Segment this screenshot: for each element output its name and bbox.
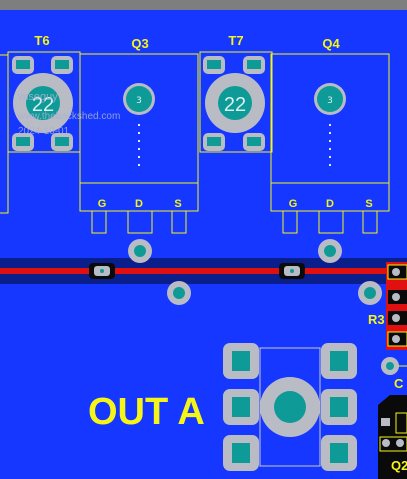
connector-pad-copper <box>330 443 348 463</box>
jumper-pad-hole <box>100 269 104 273</box>
connector-pad-copper <box>232 443 250 463</box>
connector-pad-copper <box>330 397 348 417</box>
pad-dot <box>392 268 400 276</box>
via-hole <box>364 287 376 299</box>
pad-dot <box>392 335 400 343</box>
watermark-author: wiseguy <box>17 91 58 103</box>
q2-component-partial[interactable]: Q2 <box>378 395 407 479</box>
via-hole <box>126 86 152 112</box>
r3-copper-area <box>386 262 407 350</box>
q2-designator-partial: Q2 <box>391 458 407 473</box>
pad-copper <box>207 60 221 69</box>
watermark: wiseguy www.thebackshed.com 2024-10-01 <box>17 91 120 137</box>
via-group[interactable] <box>128 239 382 305</box>
q4-lead <box>362 210 378 234</box>
connector-pad-copper <box>232 397 250 417</box>
q4-source-label: S <box>365 198 372 210</box>
via-icon[interactable] <box>382 439 390 447</box>
connector-pad-copper <box>232 351 250 371</box>
via-icon[interactable] <box>396 439 404 447</box>
terminal-connector-icon[interactable] <box>223 343 357 471</box>
board-edge-strip <box>0 0 407 10</box>
t6-pad-number: 22 <box>32 94 54 116</box>
q3-gate-label: G <box>98 198 107 210</box>
q4-component[interactable]: Q4 3 G D S <box>270 36 390 234</box>
via-hole <box>274 391 306 423</box>
q4-pin-number: 3 <box>327 96 333 106</box>
r3-component[interactable]: R3 C <box>368 262 407 391</box>
via-hole <box>218 86 252 120</box>
pad-copper <box>55 60 69 69</box>
q4-lead <box>318 210 344 234</box>
via-hole <box>26 86 60 120</box>
q3-lead <box>171 210 187 234</box>
q3-source-label: S <box>174 198 181 210</box>
t7-designator: T7 <box>228 33 243 48</box>
q4-drain-label: D <box>326 198 334 210</box>
via-hole <box>173 287 185 299</box>
via-hole <box>134 245 146 257</box>
q3-pin-number: 3 <box>136 96 142 106</box>
pad-dot <box>392 314 400 322</box>
q3-component[interactable]: Q3 3 G D S <box>79 36 199 234</box>
watermark-site: www.thebackshed.com <box>17 111 120 122</box>
q4-lead <box>282 210 298 234</box>
t6-designator: T6 <box>34 33 49 48</box>
pad-dot <box>392 293 400 301</box>
watermark-date: 2024-10-01 <box>18 126 70 137</box>
t7-component[interactable]: T7 22 <box>199 33 273 153</box>
q3-designator: Q3 <box>131 36 148 51</box>
silk-outline <box>395 412 407 434</box>
via-hole <box>317 86 343 112</box>
pad-copper <box>55 137 69 146</box>
q4-gate-label: G <box>289 198 298 210</box>
q3-drain-label: D <box>135 198 143 210</box>
r3-designator: R3 <box>368 312 385 327</box>
q4-designator: Q4 <box>322 36 340 51</box>
pad-copper <box>16 60 30 69</box>
jumper-pad-hole <box>290 269 294 273</box>
pad-copper <box>247 60 261 69</box>
q3-lead <box>91 210 107 234</box>
trace-segment[interactable] <box>0 268 395 274</box>
connector-pad-copper <box>330 351 348 371</box>
q3-lead <box>127 210 153 234</box>
via-hole <box>386 362 394 370</box>
pad-copper <box>207 137 221 146</box>
smd-pad-icon[interactable] <box>381 418 390 426</box>
silk-outline <box>379 436 407 452</box>
pad-copper <box>247 137 261 146</box>
partial-component-outline <box>0 54 9 214</box>
out-a-label: OUT A <box>88 391 205 433</box>
via-hole <box>324 245 336 257</box>
t7-pad-number: 22 <box>224 94 246 116</box>
t7-outline <box>199 51 273 153</box>
c-designator-partial: C <box>394 376 404 391</box>
pad-copper <box>16 137 30 146</box>
red-trace[interactable] <box>0 263 395 279</box>
